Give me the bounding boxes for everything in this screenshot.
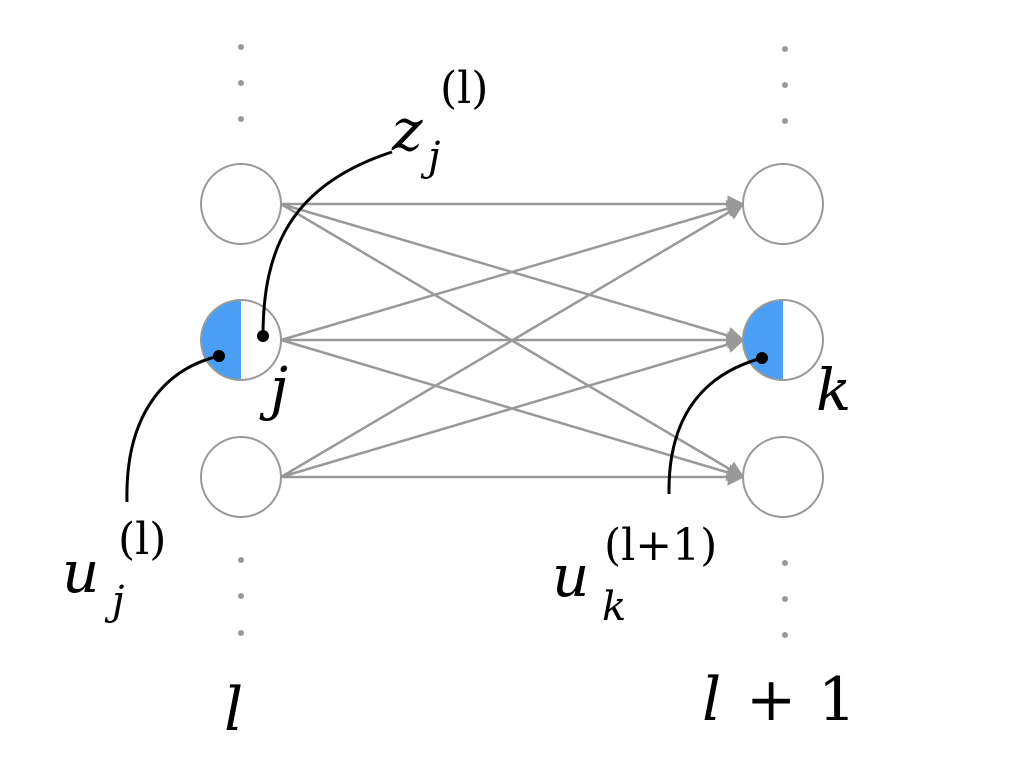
- node-l-j: [200, 299, 282, 381]
- ellipsis-dot: [782, 82, 788, 88]
- ellipsis-dot: [782, 46, 788, 52]
- edge-2-to-1: [280, 336, 745, 479]
- node-r-top: [742, 163, 824, 245]
- ellipsis-dot: [782, 596, 788, 602]
- u-j-annotation-curve: [125, 354, 220, 503]
- u-k-sub: k: [602, 584, 626, 630]
- layer-l-plus-1-label: l + 1: [702, 665, 856, 735]
- node-outline: [200, 299, 282, 381]
- node-l-top: [200, 163, 282, 245]
- ellipsis-dot: [238, 44, 244, 50]
- node-k-label: k: [816, 356, 851, 424]
- edges: [280, 195, 745, 486]
- node-outline: [200, 163, 282, 245]
- u-k-base: u: [552, 542, 589, 610]
- node-circle: [201, 437, 281, 517]
- u-k-annotation-dot: [756, 352, 768, 364]
- ellipsis-dot: [238, 116, 244, 122]
- layer-l1-plus: +: [746, 665, 796, 735]
- z-sup: (l): [440, 63, 488, 114]
- node-outline: [742, 436, 824, 518]
- ellipsis-dots: [238, 44, 788, 638]
- u-j-l-label: u j (l): [62, 514, 166, 624]
- edge-2-to-0: [280, 202, 745, 479]
- ellipsis-dot: [238, 593, 244, 599]
- z-base: z: [391, 96, 423, 164]
- u-j-sup: (l): [118, 514, 166, 565]
- ellipsis-dot: [238, 557, 244, 563]
- z-annotation-curve: [261, 150, 393, 337]
- layer-l-label: l: [224, 675, 243, 745]
- u-j-sub: j: [104, 578, 124, 624]
- node-input-half: [201, 300, 241, 380]
- node-circle: [743, 164, 823, 244]
- u-j-base: u: [62, 538, 99, 606]
- z-sub: j: [420, 134, 440, 180]
- ellipsis-dot: [782, 632, 788, 638]
- z-annotation-dot: [257, 330, 269, 342]
- annotation-curves: [125, 150, 768, 503]
- node-outline: [742, 299, 824, 381]
- u-j-annotation-dot: [213, 350, 225, 362]
- node-r-k: [742, 299, 824, 381]
- ellipsis-dot: [782, 118, 788, 124]
- node-outline: [200, 436, 282, 518]
- node-circle: [201, 164, 281, 244]
- u-k-l1-label: u k (l+1): [552, 520, 717, 630]
- edge-1-to-0: [280, 200, 745, 342]
- ellipsis-dot: [782, 560, 788, 566]
- node-outline: [742, 163, 824, 245]
- layer-l1-one: 1: [818, 665, 856, 735]
- node-r-bottom: [742, 436, 824, 518]
- ellipsis-dot: [238, 630, 244, 636]
- node-circle: [743, 437, 823, 517]
- z-j-l-label: z j (l): [391, 63, 488, 180]
- ellipsis-dot: [238, 80, 244, 86]
- nodes: [200, 163, 824, 518]
- u-k-sup: (l+1): [604, 520, 717, 571]
- layer-l1-l: l: [702, 665, 721, 735]
- u-k-annotation-curve: [667, 356, 763, 495]
- node-input-half: [743, 300, 783, 380]
- node-l-bottom: [200, 436, 282, 518]
